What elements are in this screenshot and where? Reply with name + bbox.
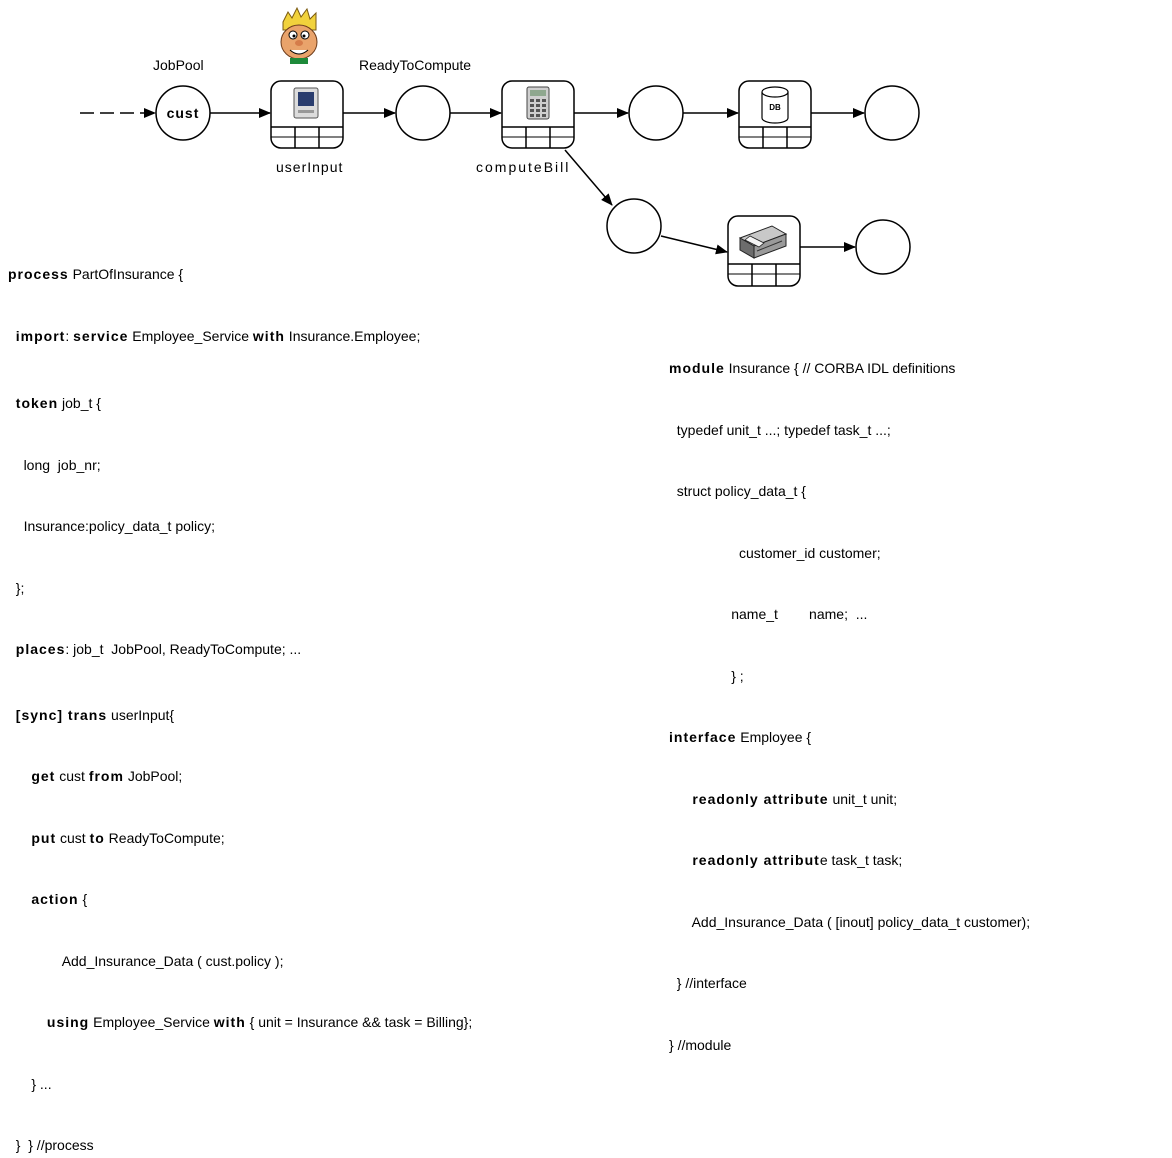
- calculator-icon: [526, 86, 550, 120]
- code-line: } ...: [31, 1075, 52, 1092]
- database-icon: DB: [761, 86, 789, 124]
- code-line: put cust to ReadyToCompute;: [31, 829, 225, 846]
- place-3[interactable]: [628, 85, 684, 141]
- arc-computebill-to-place5: [564, 149, 613, 206]
- code-line: long job_nr;: [23, 456, 101, 473]
- transition-label-computebill: computeBill: [476, 159, 570, 175]
- code-line: typedef unit_t ...; typedef task_t ...;: [676, 421, 891, 438]
- code-line: } //interface: [676, 975, 747, 991]
- code-line: Insurance:policy_data_t policy;: [23, 518, 216, 534]
- code-line: } ;: [731, 667, 744, 684]
- code-line: process PartOfInsurance {: [8, 266, 184, 282]
- db-icon-label: DB: [769, 103, 781, 112]
- code-line: action {: [31, 891, 88, 907]
- code-line: [sync] trans userInput{: [15, 706, 175, 723]
- code-line: module Insurance { // CORBA IDL definiti…: [669, 360, 956, 376]
- code-line: readonly attribute unit_t unit;: [692, 790, 898, 807]
- place-4[interactable]: [864, 85, 920, 141]
- code-line: };: [15, 579, 25, 596]
- code-line: } } //process: [15, 1137, 94, 1153]
- code-line: token job_t {: [15, 395, 101, 411]
- code-line: places: job_t JobPool, ReadyToCompute; .…: [15, 641, 302, 657]
- place-readytocompute[interactable]: [395, 85, 451, 141]
- place-label-readytocompute: ReadyToCompute: [359, 57, 471, 73]
- code-line: import: service Employee_Service with In…: [15, 327, 421, 344]
- user-avatar-icon: [280, 6, 318, 64]
- process-code-block: process PartOfInsurance { import: servic…: [8, 223, 472, 1158]
- petri-net-diagram: DB cust JobPool ReadyToCompute userInput…: [80, 6, 920, 287]
- place-token-cust: cust: [167, 105, 200, 121]
- code-line: Add_Insurance_Data ( cust.policy );: [61, 952, 284, 969]
- code-line: using Employee_Service with { unit = Ins…: [46, 1014, 473, 1030]
- code-line: Add_Insurance_Data ( [inout] policy_data…: [691, 913, 1031, 930]
- computer-icon: [293, 87, 319, 119]
- code-line: struct policy_data_t {: [676, 483, 806, 499]
- arc-place5-to-printer: [660, 235, 728, 255]
- code-line: } //module: [669, 1036, 732, 1053]
- code-line: name_t name; ...: [731, 606, 868, 622]
- code-line: readonly attribute task_t task;: [692, 852, 903, 868]
- code-line: interface Employee {: [669, 729, 812, 745]
- code-line: customer_id customer;: [739, 544, 881, 561]
- idl-code-block: module Insurance { // CORBA IDL definiti…: [669, 317, 1030, 1076]
- place-6[interactable]: [855, 219, 911, 275]
- transition-label-userinput: userInput: [276, 159, 343, 175]
- printer-icon: [738, 225, 788, 259]
- place-5[interactable]: [606, 198, 662, 254]
- code-line: get cust from JobPool;: [31, 768, 183, 784]
- place-label-jobpool: JobPool: [153, 57, 204, 73]
